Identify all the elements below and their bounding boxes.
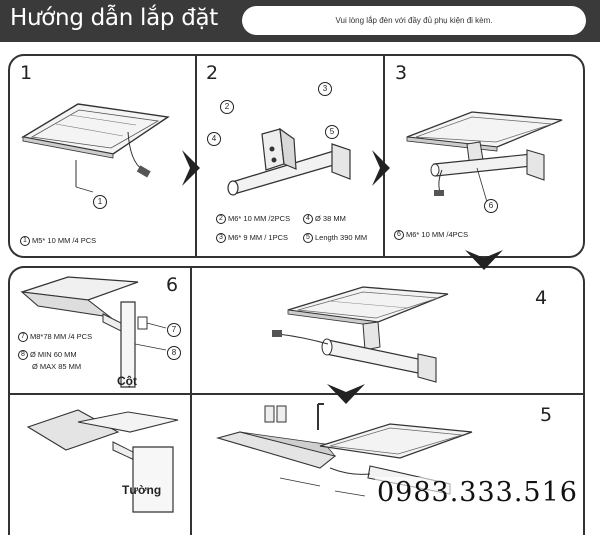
page-title: Hướng dẫn lắp đặt	[10, 5, 219, 31]
spec-number: 7	[18, 332, 28, 343]
spec-number: 4	[303, 214, 313, 225]
bottom-grid-frame	[8, 266, 585, 535]
spec-text: M8*78 MM /4 PCS	[30, 332, 93, 341]
step-2-number: 2	[206, 62, 219, 84]
step-1-callout: 1	[93, 195, 107, 209]
step-2-callout-4: 4	[207, 132, 221, 146]
step-2-callout-2: 2	[220, 100, 234, 114]
divider-mid	[9, 393, 584, 395]
spec-text: M6* 10 MM /2PCS	[228, 214, 291, 223]
step-1-number: 1	[20, 62, 33, 84]
step-3-callout: 6	[484, 199, 498, 213]
step-3-assembly-illustration	[392, 92, 577, 207]
step-6-pole-illustration	[18, 272, 188, 387]
step-6-number: 6	[166, 274, 179, 296]
spec-text: Length 390 MM	[315, 233, 368, 242]
spec-number: 8	[18, 350, 28, 361]
step-1-panel-illustration	[18, 92, 188, 202]
step-2-callout-5: 5	[325, 125, 339, 139]
divider-1-2	[195, 55, 197, 257]
header-note: Vui lòng lắp đèn với đầy đủ phụ kiện đi …	[242, 6, 586, 35]
spec-text: M6* 10 MM /4PCS	[406, 230, 469, 239]
step-6-callout-7: 7	[167, 323, 181, 337]
spec-number: 6	[394, 230, 404, 241]
spec-text: M5* 10 MM /4 PCS	[32, 236, 97, 245]
spec-text: M6* 9 MM / 1PCS	[228, 233, 289, 242]
header-bar: Hướng dẫn lắp đặt Vui lòng lắp đèn với đ…	[0, 0, 600, 42]
spec-number: 1	[20, 236, 30, 247]
step-2-bracket-illustration	[222, 94, 372, 204]
step-4-number: 4	[535, 287, 548, 309]
phone-number: 0983.333.516	[375, 477, 580, 508]
divider-2-3	[383, 55, 385, 257]
step-3-number: 3	[395, 62, 408, 84]
step-5-number: 5	[540, 404, 553, 426]
spec-number: 2	[216, 214, 226, 225]
step-6-spec-8-max: Ø MAX 85 MM	[32, 362, 81, 371]
wall-label: Tường	[122, 483, 162, 497]
spec-text: Ø MIN 60 MM	[30, 350, 77, 359]
arrow-right-icon	[182, 150, 200, 186]
spec-text: Ø 38 MM	[315, 214, 346, 223]
step-6-callout-8: 8	[167, 346, 181, 360]
spec-number: 5	[303, 233, 313, 244]
step-4-assembly-illustration	[272, 282, 468, 387]
divider-6-4	[190, 267, 192, 535]
arrow-down-icon	[465, 250, 503, 270]
spec-text: Ø MAX 85 MM	[32, 362, 82, 371]
spec-number: 3	[216, 233, 226, 244]
pole-label: Cột	[117, 374, 137, 388]
arrow-right-icon	[372, 150, 390, 186]
step-2-callout-3: 3	[318, 82, 332, 96]
top-row-frame	[8, 54, 585, 258]
wall-mount-illustration	[18, 402, 188, 514]
arrow-down-icon	[327, 384, 365, 404]
